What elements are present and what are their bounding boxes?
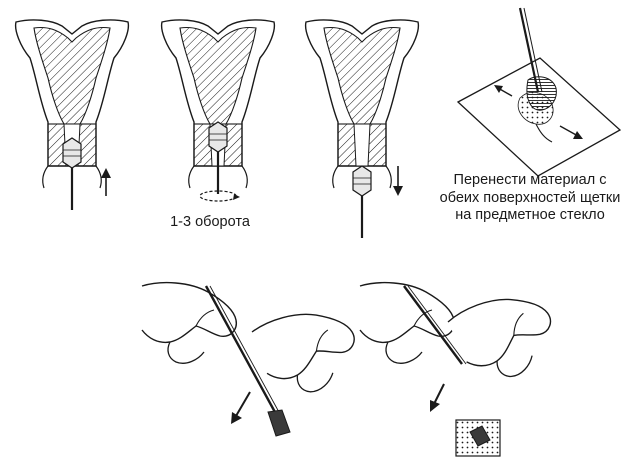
hand-icon — [251, 297, 367, 405]
step-transfer-to-slide — [458, 8, 620, 176]
down-arrow-icon — [393, 166, 403, 196]
hand-icon — [447, 279, 567, 392]
down-left-arrow-icon — [430, 384, 444, 412]
cervical-brush-icon — [353, 166, 371, 238]
transfer-caption-line-3: на предметное стекло — [424, 207, 636, 225]
cervical-brush-icon — [63, 138, 81, 210]
up-arrow-icon — [101, 168, 111, 196]
step-insert-brush — [16, 20, 129, 210]
transfer-caption: Перенести материал с обеих поверхностей … — [424, 172, 636, 225]
step-place-in-vial — [360, 279, 566, 456]
rotations-caption: 1-3 оборота — [150, 214, 270, 232]
hand-icon — [142, 283, 236, 364]
step-detach-brush — [142, 283, 367, 436]
step-withdraw-brush — [306, 20, 419, 238]
transfer-caption-line-2: обеих поверхностей щетки — [424, 190, 636, 208]
step-rotate-brush — [162, 20, 275, 201]
uterus-cross-section-icon — [306, 20, 419, 188]
hand-icon — [360, 283, 454, 364]
transfer-caption-line-1: Перенести материал с — [424, 172, 636, 190]
rotation-arrow-icon — [200, 191, 240, 201]
fixative-vial-icon — [456, 420, 500, 456]
down-left-arrow-icon — [231, 392, 250, 424]
